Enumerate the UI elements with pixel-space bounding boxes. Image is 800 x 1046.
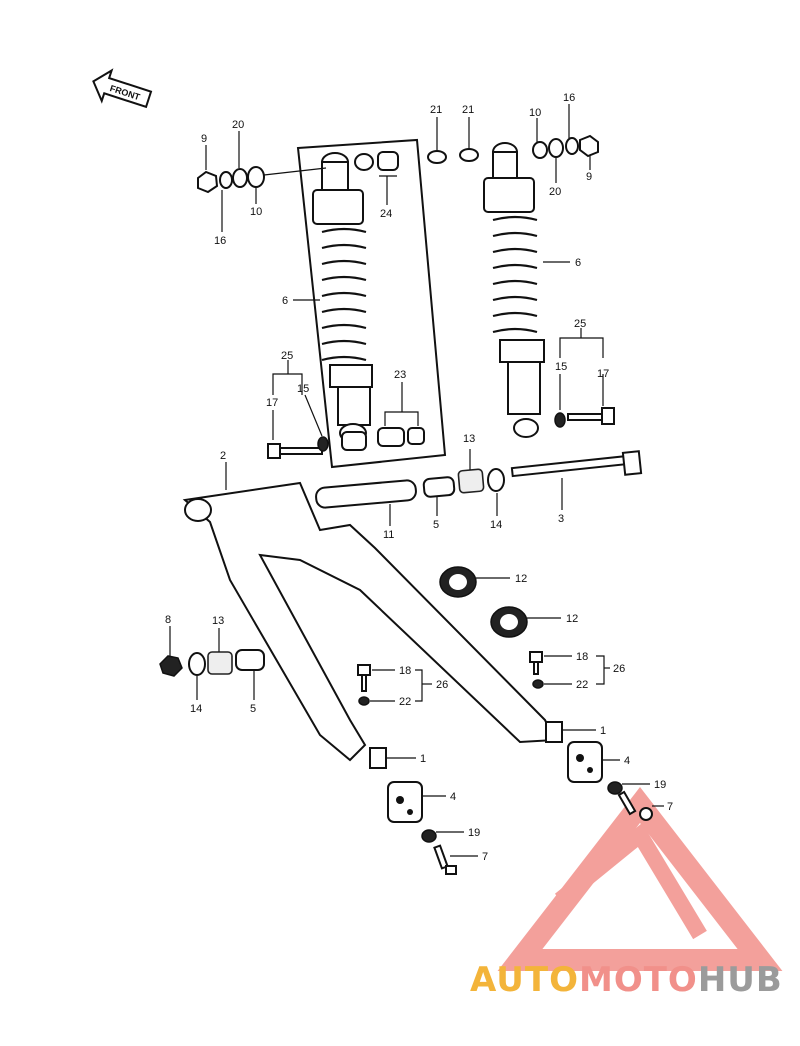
top-left-hardware — [197, 166, 327, 194]
callout-7-left: 7 — [482, 851, 488, 863]
front-arrow-icon: FRONT — [92, 68, 153, 109]
bolt-18-left — [357, 664, 371, 706]
callout-1-left: 1 — [420, 753, 426, 765]
callout-5-upper: 5 — [433, 519, 439, 531]
swing-arm — [182, 481, 557, 762]
callout-12-b: 12 — [566, 613, 578, 625]
rubber-bushing-12-a — [439, 566, 477, 598]
callout-3: 3 — [558, 513, 564, 525]
callout-15-left: 15 — [297, 383, 309, 395]
bearing-13-upper — [457, 468, 485, 494]
callout-14-upper: 14 — [490, 519, 502, 531]
callout-16-left: 16 — [214, 235, 226, 247]
callout-10-left: 10 — [250, 206, 262, 218]
callout-26-left: 26 — [436, 679, 448, 691]
callout-6-right: 6 — [575, 257, 581, 269]
callout-23: 23 — [394, 369, 406, 381]
brand-part-moto: MOTO — [578, 960, 698, 1000]
leader-lines — [169, 104, 664, 857]
callout-22-left: 22 — [399, 696, 411, 708]
collar-5-upper — [422, 476, 456, 498]
callout-20-right: 20 — [549, 186, 561, 198]
callout-1-right: 1 — [600, 725, 606, 737]
adjuster-plate-4-left — [387, 781, 423, 823]
shock-box-outline — [296, 138, 447, 469]
callout-26-right: 26 — [613, 663, 625, 675]
callout-18-right: 18 — [576, 651, 588, 663]
bearing-13-lower — [207, 651, 233, 675]
callout-13-upper: 13 — [463, 433, 475, 445]
callout-20-left: 20 — [232, 119, 244, 131]
bolt-18-right — [529, 651, 544, 689]
collar-5-lower — [235, 649, 265, 671]
callout-13-lower: 13 — [212, 615, 224, 627]
adjuster-plate-4-right — [567, 741, 603, 783]
callout-12-a: 12 — [515, 573, 527, 585]
callout-19-right: 19 — [654, 779, 666, 791]
brand-wordmark: AUTOMOTOHUB — [470, 960, 783, 1000]
callout-6-left: 6 — [282, 295, 288, 307]
callout-25-right: 25 — [574, 318, 586, 330]
callout-17-right: 17 — [597, 368, 609, 380]
callout-2: 2 — [220, 450, 226, 462]
washer-21-left — [427, 150, 447, 164]
callout-11: 11 — [383, 529, 394, 541]
bushing-set-23 — [341, 427, 425, 451]
callout-10-right: 10 — [529, 107, 541, 119]
pivot-sleeve-11 — [315, 479, 417, 509]
nut-19-left — [421, 829, 437, 843]
callout-8: 8 — [165, 614, 171, 626]
callout-4-right: 4 — [624, 755, 630, 767]
bolt-7-left — [433, 844, 457, 875]
pivot-shaft-3 — [510, 450, 643, 478]
callout-21-left: 21 — [430, 104, 442, 116]
nut-8 — [159, 655, 183, 677]
callout-4-left: 4 — [450, 791, 456, 803]
seal-14-lower — [188, 652, 206, 676]
callout-14-lower: 14 — [190, 703, 202, 715]
callout-15-right: 15 — [555, 361, 567, 373]
callout-17-left: 17 — [266, 397, 278, 409]
rubber-bushing-12-b — [490, 606, 528, 638]
brand-part-auto: AUTO — [470, 960, 579, 1000]
shock-absorber-right — [483, 142, 545, 438]
chain-adjuster-1-right — [545, 721, 563, 743]
shock-absorber-left — [312, 152, 373, 443]
callout-labels: 9 20 16 10 24 21 21 10 16 20 9 6 6 25 17… — [165, 92, 673, 863]
callout-9-right: 9 — [586, 171, 592, 183]
callout-16-right: 16 — [563, 92, 575, 104]
callout-5-lower: 5 — [250, 703, 256, 715]
callout-25-left: 25 — [281, 350, 293, 362]
nut-19-right — [607, 781, 623, 795]
brand-part-hub: HUB — [697, 960, 783, 1000]
top-right-hardware — [532, 134, 599, 159]
bolt-7-right — [617, 790, 653, 821]
callout-21-right: 21 — [462, 104, 474, 116]
bushing-set-24 — [354, 151, 399, 171]
callout-7-right: 7 — [667, 801, 673, 813]
washer-21-right — [459, 148, 479, 162]
callout-19-left: 19 — [468, 827, 480, 839]
shock-lower-bolt-right — [554, 407, 615, 428]
callout-9-left: 9 — [201, 133, 207, 145]
callout-24: 24 — [380, 208, 392, 220]
chain-adjuster-1-left — [369, 747, 387, 769]
brand-logo-icon — [497, 787, 783, 971]
seal-14-upper — [487, 468, 505, 492]
shock-lower-bolt-left — [267, 436, 329, 459]
callout-18-left: 18 — [399, 665, 411, 677]
callout-22-right: 22 — [576, 679, 588, 691]
